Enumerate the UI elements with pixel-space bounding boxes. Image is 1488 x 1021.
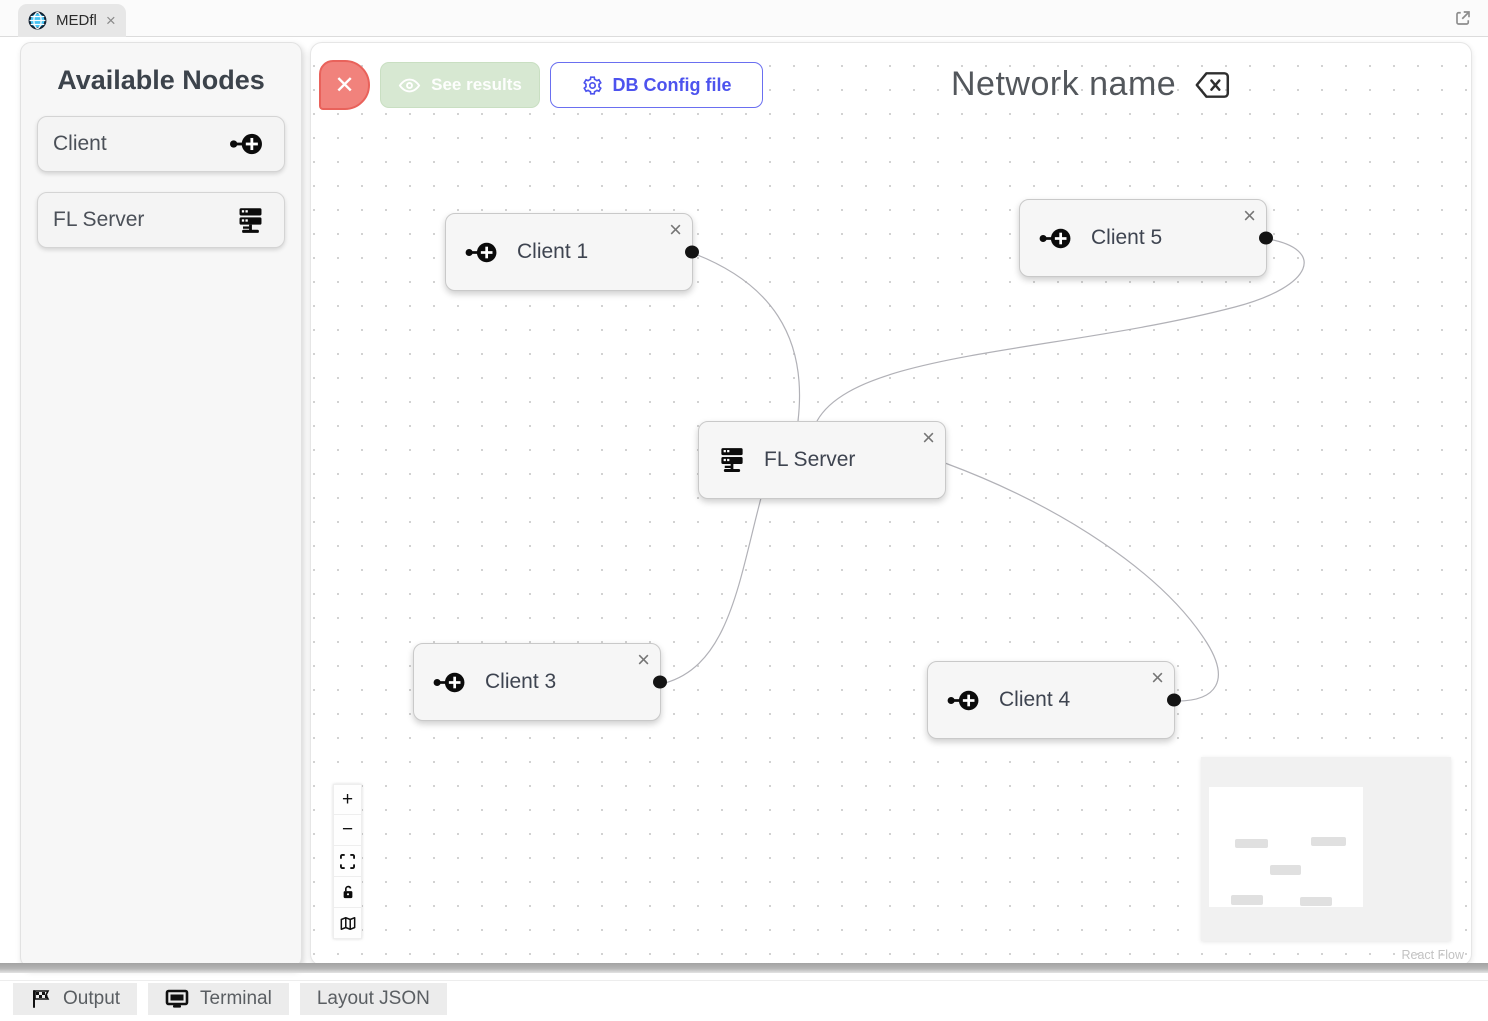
tab-label: Layout JSON — [316, 988, 430, 1009]
minimap-node — [1231, 895, 1263, 905]
server-icon — [717, 445, 747, 475]
flow-node-client-1[interactable]: Client 1 × — [445, 213, 699, 291]
sidebar-item-label: Client — [53, 132, 107, 155]
node-label: FL Server — [764, 448, 856, 471]
node-close-icon[interactable]: × — [669, 217, 682, 242]
minimap[interactable] — [1201, 757, 1451, 941]
client-add-node-icon — [464, 239, 500, 266]
close-x-icon: ✕ — [334, 71, 355, 99]
client-add-node-icon — [432, 669, 468, 696]
flow-node-client-4[interactable]: Client 4 × — [927, 661, 1181, 739]
network-title-wrap: Network name — [951, 65, 1231, 104]
eye-icon — [398, 74, 421, 97]
zoom-in-button[interactable]: + — [333, 784, 362, 815]
minus-icon: − — [341, 819, 354, 840]
network-name-text: Network name — [951, 65, 1177, 103]
see-results-button[interactable]: See results — [380, 62, 540, 108]
server-icon — [235, 205, 266, 236]
edge-client5-flserver[interactable] — [816, 238, 1305, 422]
tab-close-icon[interactable]: × — [105, 11, 116, 30]
tab-title: MEDfl — [56, 12, 97, 29]
gear-icon — [582, 75, 603, 96]
source-handle[interactable] — [1259, 231, 1273, 245]
client-add-node-icon — [1038, 225, 1074, 252]
flow-node-client-3[interactable]: Client 3 × — [413, 643, 667, 721]
sidebar-item-flserver[interactable]: FL Server — [37, 192, 285, 248]
edge-client1-flserver[interactable] — [694, 253, 801, 422]
tab-terminal[interactable]: Terminal — [148, 983, 289, 1015]
zoom-out-button[interactable]: − — [333, 815, 362, 846]
flag-icon — [30, 988, 52, 1010]
unlock-icon — [341, 885, 355, 899]
node-label: Client 4 — [999, 688, 1071, 711]
node-close-icon[interactable]: × — [1243, 203, 1256, 228]
bottom-tab-bar: Output Terminal Layout JSON — [13, 983, 447, 1015]
minimap-node — [1311, 837, 1346, 846]
minimap-node — [1300, 897, 1332, 906]
edge-flserver-client4[interactable] — [944, 462, 1219, 702]
client-add-node-icon — [228, 130, 266, 158]
sidebar-item-label: FL Server — [53, 208, 145, 231]
node-label: Client 3 — [485, 670, 557, 693]
lock-toggle-button[interactable] — [333, 877, 362, 908]
minimap-node — [1235, 839, 1268, 848]
edge-layer — [664, 238, 1305, 702]
available-nodes-panel: Available Nodes Client FL Server — [20, 42, 302, 968]
delete-network-button[interactable]: ✕ — [319, 60, 370, 110]
node-label: Client 5 — [1091, 226, 1163, 249]
tab-label: Terminal — [200, 988, 272, 1009]
terminal-icon — [165, 988, 189, 1010]
backspace-clear-icon[interactable] — [1193, 68, 1231, 102]
minimap-viewport — [1209, 787, 1363, 907]
source-handle[interactable] — [1167, 693, 1181, 707]
source-handle[interactable] — [653, 675, 667, 689]
node-close-icon[interactable]: × — [637, 647, 650, 672]
node-close-icon[interactable]: × — [922, 425, 935, 450]
map-icon — [340, 916, 356, 931]
minimap-node — [1270, 865, 1301, 875]
plus-icon: + — [341, 788, 354, 810]
sidebar-item-client[interactable]: Client — [37, 116, 285, 172]
panel-title: Available Nodes — [57, 65, 265, 95]
db-config-label: DB Config file — [612, 74, 732, 95]
source-handle[interactable] — [685, 245, 699, 259]
node-label: Client 1 — [517, 240, 589, 263]
window-top-bar: MEDfl × — [0, 0, 1488, 37]
flow-node-fl-server[interactable]: FL Server × — [698, 421, 946, 499]
edge-flserver-client3[interactable] — [664, 497, 762, 684]
open-external-icon[interactable] — [1454, 9, 1472, 27]
react-flow-attribution: React Flow — [1401, 948, 1464, 962]
bottom-separator — [0, 980, 1488, 981]
node-close-icon[interactable]: × — [1151, 665, 1164, 690]
fit-view-button[interactable] — [333, 846, 362, 877]
globe-icon — [28, 11, 47, 30]
tab-layout-json[interactable]: Layout JSON — [299, 983, 447, 1015]
client-add-node-icon — [946, 687, 982, 714]
flow-controls: + − — [333, 784, 362, 939]
see-results-label: See results — [431, 75, 522, 94]
app-tab[interactable]: MEDfl × — [18, 4, 126, 37]
minimap-toggle-button[interactable] — [333, 908, 362, 939]
tab-label: Output — [63, 988, 121, 1009]
tab-output[interactable]: Output — [13, 983, 138, 1015]
db-config-button[interactable]: DB Config file — [550, 62, 763, 108]
fit-view-icon — [340, 853, 355, 869]
flow-node-client-5[interactable]: Client 5 × — [1019, 199, 1273, 277]
horizontal-scrollbar[interactable] — [0, 963, 1488, 973]
flow-canvas[interactable]: ✕ See results DB Config file Network nam… — [310, 42, 1472, 966]
